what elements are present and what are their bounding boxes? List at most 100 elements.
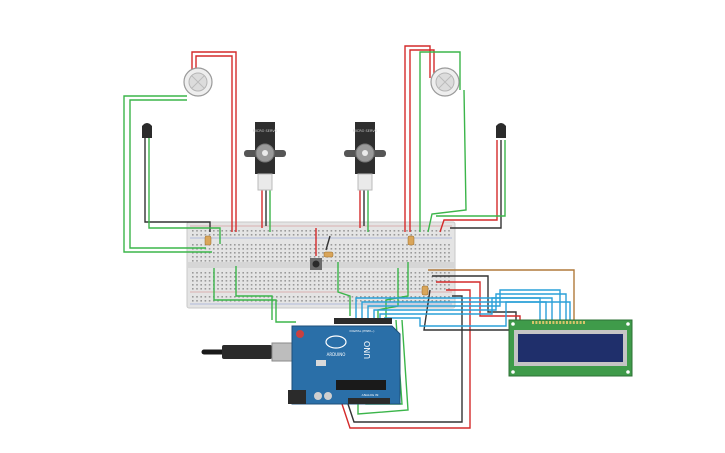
resistor-middle[interactable] <box>323 251 334 258</box>
breadboard-hole <box>267 272 270 274</box>
breadboard-hole <box>385 260 387 262</box>
lcd-pin[interactable] <box>532 321 534 324</box>
breadboard-hole <box>280 234 282 236</box>
breadboard-hole <box>368 248 370 250</box>
breadboard-hole <box>406 260 408 262</box>
breadboard-hole <box>238 280 240 282</box>
lcd-pin[interactable] <box>562 321 565 324</box>
breadboard-hole <box>297 230 299 232</box>
breadboard-hole <box>360 260 362 262</box>
lcd-pin[interactable] <box>569 321 572 324</box>
breadboard-hole <box>410 252 412 254</box>
breadboard-hole <box>435 280 438 282</box>
breadboard-hole <box>427 234 429 236</box>
breadboard-hole <box>423 256 425 258</box>
breadboard-hole <box>196 296 198 298</box>
breadboard-hole <box>238 296 240 298</box>
temp-sensor-right[interactable] <box>496 123 506 138</box>
breadboard-hole <box>292 248 295 250</box>
breadboard-hole <box>372 234 375 236</box>
breadboard-hole <box>423 276 425 278</box>
breadboard-hole <box>355 260 358 262</box>
digital-header[interactable] <box>334 318 392 324</box>
breadboard-hole <box>368 296 370 298</box>
breadboard-hole <box>292 276 295 278</box>
breadboard-hole <box>423 252 425 254</box>
lcd-pin[interactable] <box>535 321 538 324</box>
lcd-pin[interactable] <box>545 321 548 324</box>
breadboard-hole <box>427 248 429 250</box>
breadboard-hole <box>267 244 270 246</box>
breadboard-hole <box>301 230 303 232</box>
breadboard-hole <box>288 272 291 274</box>
breadboard-hole <box>297 244 299 246</box>
lcd-pin[interactable] <box>552 321 555 324</box>
breadboard-hole <box>255 300 257 302</box>
breadboard-hole <box>242 234 244 236</box>
breadboard-hole <box>297 252 299 254</box>
breadboard-hole <box>418 260 421 262</box>
lcd-pin[interactable] <box>549 321 551 324</box>
lcd-pin[interactable] <box>555 321 558 324</box>
breadboard-hole <box>372 284 375 286</box>
resistor-right[interactable] <box>407 235 415 246</box>
lcd-pin[interactable] <box>579 321 582 324</box>
breadboard-hole <box>250 280 253 282</box>
breadboard-hole <box>292 230 295 232</box>
breadboard-hole <box>343 280 345 282</box>
breadboard-hole <box>238 234 240 236</box>
reset-button[interactable] <box>296 330 304 338</box>
gas-sensor-right[interactable] <box>430 67 460 97</box>
breadboard-hole <box>439 260 442 262</box>
breadboard-hole <box>276 244 278 246</box>
servo-right[interactable]: MICRO SERVO <box>344 122 386 191</box>
breadboard-hole <box>313 248 316 250</box>
resistor-lower-right[interactable] <box>421 285 429 296</box>
lcd-pin[interactable] <box>542 321 545 324</box>
analog-header[interactable] <box>348 398 390 404</box>
breadboard-hole <box>381 296 383 298</box>
breadboard-hole <box>217 248 219 250</box>
breadboard-hole <box>402 244 404 246</box>
breadboard-hole <box>381 234 383 236</box>
breadboard-hole <box>200 300 202 302</box>
lcd-pin[interactable] <box>576 321 579 324</box>
breadboard-hole <box>427 244 429 246</box>
breadboard-hole <box>402 256 404 258</box>
servo-left[interactable]: MICRO SERVO <box>244 122 286 191</box>
breadboard-hole <box>385 288 387 290</box>
breadboard-hole <box>368 276 370 278</box>
breadboard-hole <box>402 300 404 302</box>
breadboard-hole <box>439 280 442 282</box>
breadboard-hole <box>284 248 286 250</box>
gas-sensor-left[interactable] <box>183 67 213 97</box>
arduino-uno[interactable]: ARDUINO UNO DIGITAL (PWM~) ANALOG IN <box>288 318 401 405</box>
breadboard-hole <box>313 288 316 290</box>
lcd-pin[interactable] <box>538 321 541 324</box>
breadboard-hole <box>217 296 219 298</box>
breadboard-hole <box>217 284 219 286</box>
breadboard-hole <box>414 256 417 258</box>
breadboard-hole <box>355 248 358 250</box>
breadboard-hole <box>280 256 282 258</box>
breadboard-hole <box>208 288 211 290</box>
temp-sensor-left[interactable] <box>142 123 152 138</box>
breadboard-hole <box>276 276 278 278</box>
lcd-pin[interactable] <box>572 321 575 324</box>
resistor-left[interactable] <box>204 235 212 246</box>
breadboard-hole <box>280 280 282 282</box>
push-button[interactable] <box>310 258 322 270</box>
lcd-pin[interactable] <box>559 321 562 324</box>
lcd-pin[interactable] <box>583 321 585 324</box>
lcd-16x2[interactable] <box>508 319 633 377</box>
breadboard-hole <box>196 284 198 286</box>
breadboard-hole <box>368 256 370 258</box>
breadboard-hole <box>305 230 307 232</box>
breadboard-hole <box>393 244 396 246</box>
breadboard-hole <box>238 284 240 286</box>
breadboard-hole <box>259 288 261 290</box>
lcd-pin[interactable] <box>566 321 568 324</box>
breadboard-hole <box>221 260 223 262</box>
breadboard-hole <box>322 230 324 232</box>
breadboard-hole <box>330 230 333 232</box>
